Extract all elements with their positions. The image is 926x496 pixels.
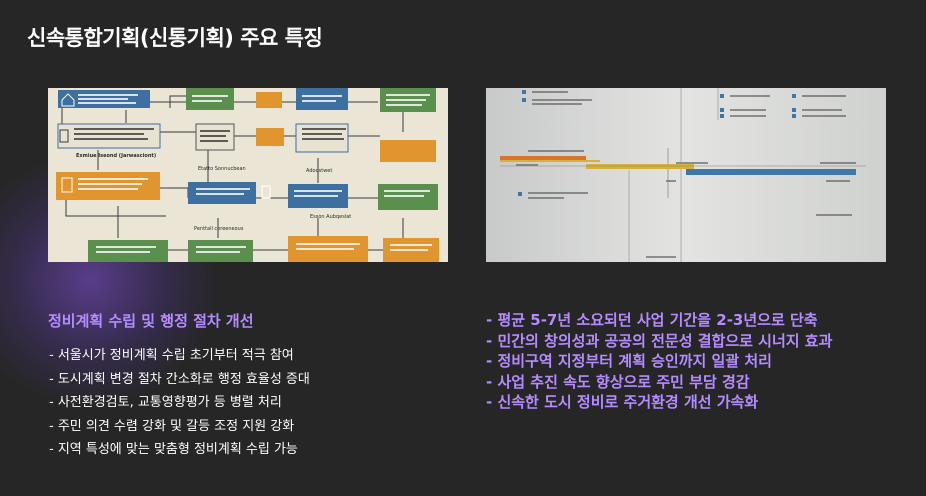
highlight-list: - 평균 5-7년 소요되던 사업 기간을 2-3년으로 단축 - 민간의 창의… <box>486 310 832 413</box>
process-flowchart-image: Exmiue Iseond (Jarwasciont) Etatto Sonnu… <box>48 88 448 262</box>
flowchart-label-3: Adoostwet <box>306 168 333 174</box>
list-item: - 주민 의견 수렴 강화 및 갈등 조정 지원 강화 <box>49 418 295 434</box>
list-item: - 지역 특성에 맞는 맞춤형 정비계획 수립 가능 <box>49 442 298 458</box>
highlight-item: - 민간의 창의성과 공공의 전문성 결합으로 시너지 효과 <box>486 331 833 350</box>
highlight-item: - 정비구역 지정부터 계획 승인까지 일괄 처리 <box>486 352 772 370</box>
feature-list: - 서울시가 정비계획 수립 초기부터 적극 참여 - 도시계획 변경 절차 간… <box>49 344 310 462</box>
highlight-item: - 사업 추진 속도 향상으로 주민 부담 경감 <box>486 372 750 391</box>
highlight-item: - 신속한 도시 정비로 주거환경 개선 가속화 <box>486 393 759 411</box>
flowchart-label-5: Esson Aubqeslat <box>310 214 352 220</box>
highlight-item: - 평균 5-7년 소요되던 사업 기간을 2-3년으로 단축 <box>486 311 818 329</box>
flowchart-label-4: Penttall coreeneous <box>194 226 244 232</box>
section-heading: 정비계획 수립 및 행정 절차 개선 <box>48 312 254 330</box>
page-title: 신속통합기획(신통기획) 주요 특징 <box>27 26 323 50</box>
flowchart-label-2: Etatto Sonnucbean <box>198 166 246 172</box>
timeline-drawing <box>486 88 886 262</box>
flowchart-label-1: Exmiue Iseond (Jarwasciont) <box>76 153 157 159</box>
list-item: - 도시계획 변경 절차 간소화로 행정 효율성 증대 <box>49 371 310 387</box>
timeline-chart-image <box>486 88 886 262</box>
flowchart-drawing <box>56 88 439 262</box>
list-item: - 서울시가 정비계획 수립 초기부터 적극 참여 <box>49 348 294 363</box>
list-item: - 사전환경검토, 교통영향평가 등 병렬 처리 <box>49 395 282 411</box>
